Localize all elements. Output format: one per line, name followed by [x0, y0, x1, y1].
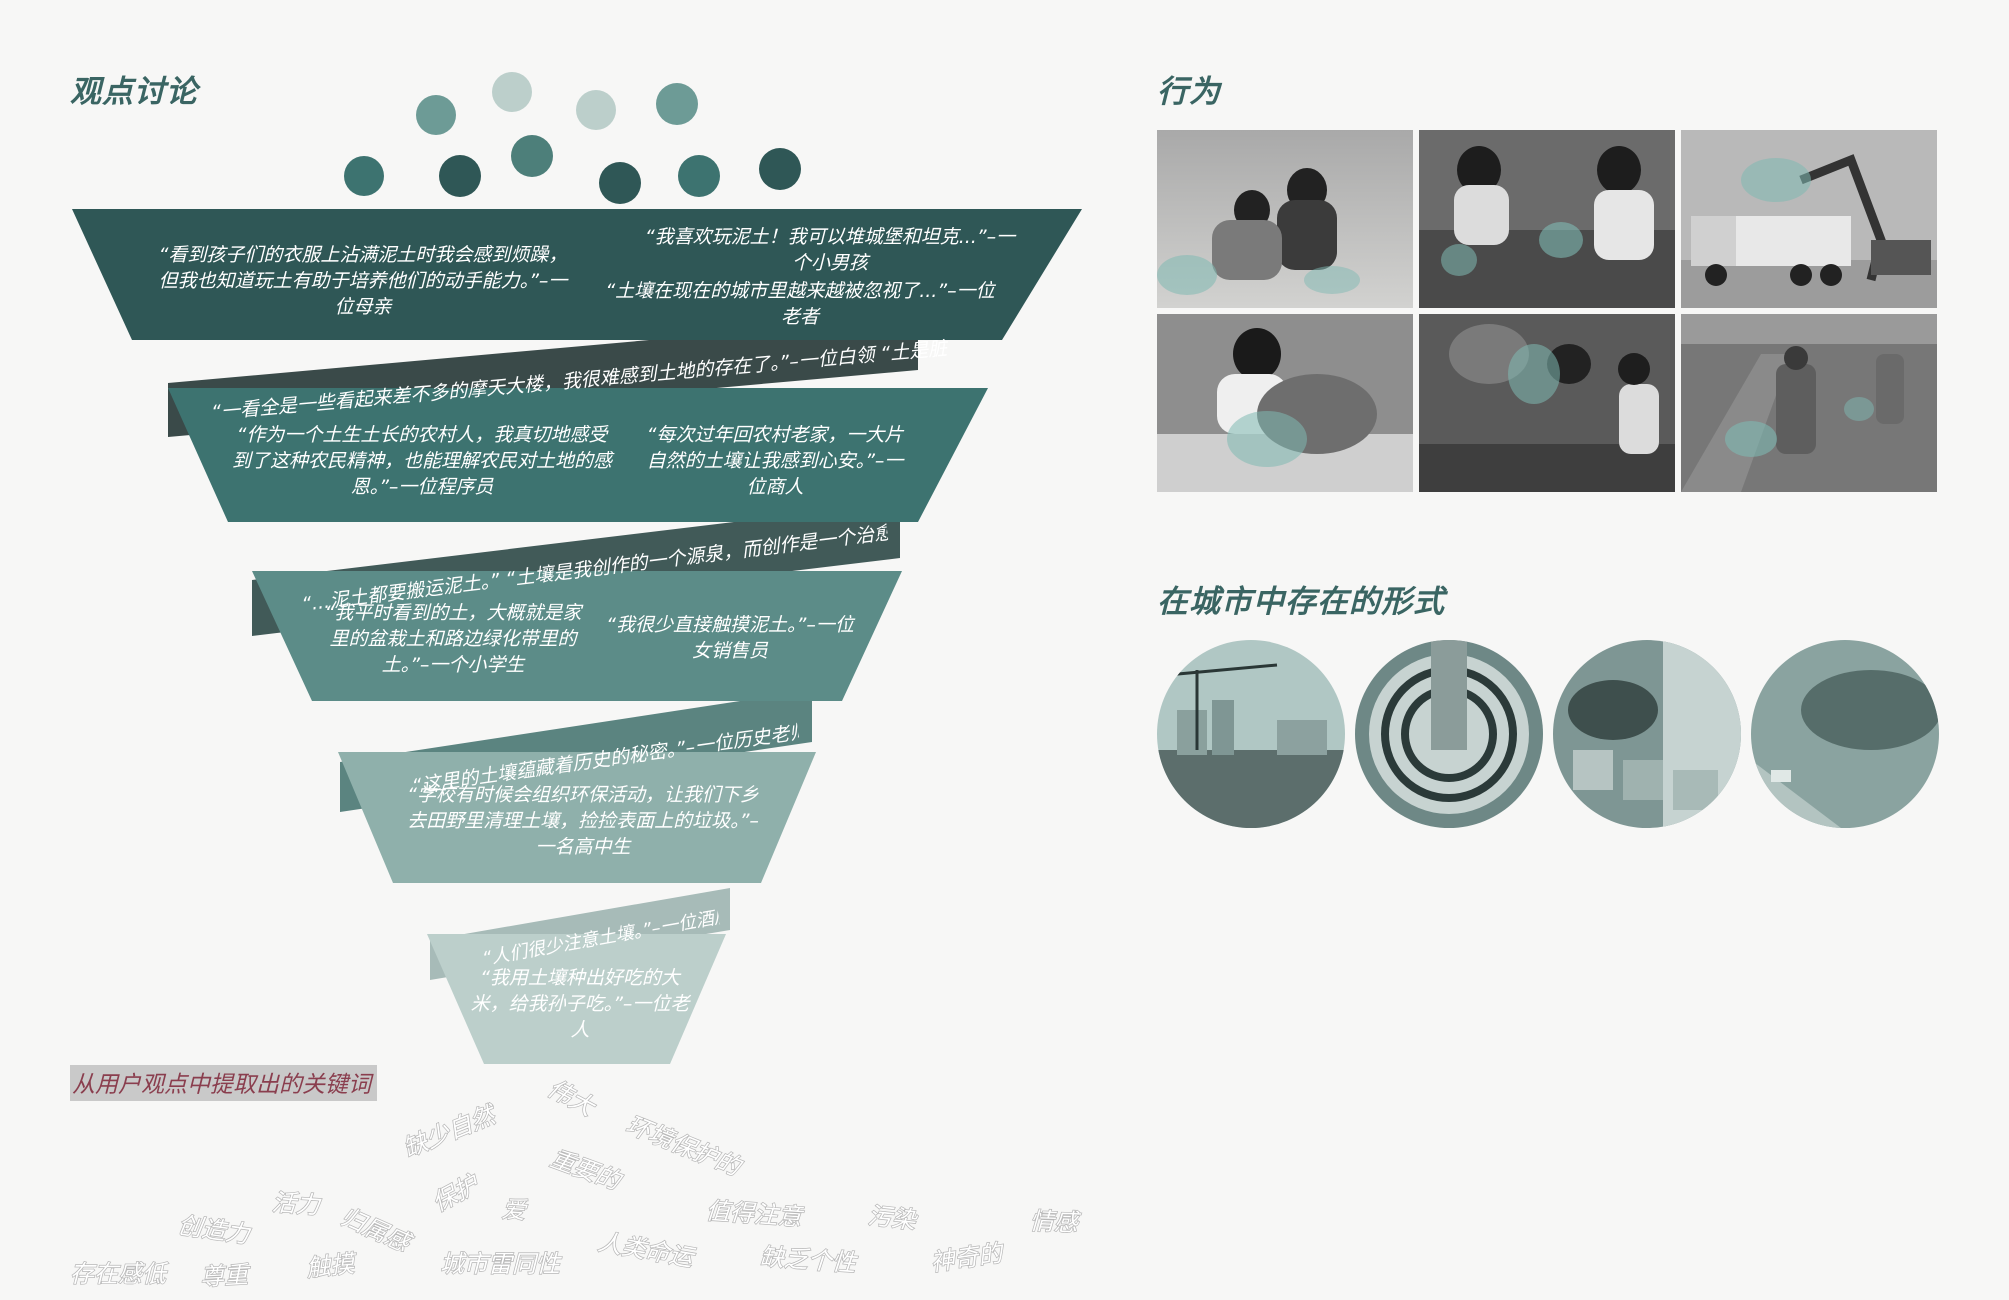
- quote-old-farmer: “我用土壤种出好吃的大米，给我孙子吃。”–一位老人: [470, 967, 690, 1041]
- quote-elder: “土壤在现在的城市里越来越被忽视了...”–一位老者: [605, 280, 995, 328]
- quote-high-school-student: “学校有时候会组织环保活动，让我们下乡去田野里清理土壤，捡捡表面上的垃圾。”–一…: [407, 784, 759, 858]
- bubble: [492, 72, 532, 112]
- funnel-tier-5: [427, 934, 726, 1064]
- funnel-tier-4: [338, 752, 816, 883]
- bubble: [599, 162, 641, 204]
- photo-tree-grate: [1355, 640, 1543, 828]
- opinions-heading: 观点讨论: [70, 74, 198, 110]
- keyword: 缺少自然: [398, 1100, 499, 1163]
- keyword: 尊重: [199, 1260, 250, 1292]
- photo-balcony-pots: [1553, 640, 1741, 828]
- keyword: 城市雷同性: [439, 1249, 560, 1278]
- photo-child-in-garden: [1157, 314, 1413, 492]
- quote-little-boy: “我喜欢玩泥土！我可以堆城堡和坦克...”–一个小男孩: [644, 226, 1016, 274]
- bubble: [511, 135, 553, 177]
- bubble: [656, 83, 698, 125]
- quote-programmer: “作为一个土生土长的农村人，我真切地感受到了这种农民精神，也能理解农民对土地的感…: [232, 424, 613, 498]
- keyword: 环境保护的: [621, 1110, 744, 1182]
- city-forms-heading: 在城市中存在的形式: [1157, 584, 1445, 620]
- photo-children-digging: [1419, 130, 1675, 308]
- keyword: 人类命运: [595, 1227, 696, 1273]
- photo-kids-planting-tree: [1419, 314, 1675, 492]
- funnel-tier-3: [252, 571, 902, 701]
- quote-saleswoman: “我很少直接触摸泥土。”–一位女销售员: [606, 614, 854, 662]
- keyword: 情感: [1029, 1206, 1079, 1237]
- opinion-funnel: [72, 72, 1082, 1064]
- keyword: 存在感低: [69, 1259, 166, 1288]
- photo-construction-site: [1157, 640, 1345, 828]
- photo-children-playing-sand: [1157, 130, 1413, 308]
- photo-roadside-greenbelt: [1751, 640, 1939, 828]
- photo-street-sweepers: [1681, 314, 1937, 492]
- funnel-tier-2: [168, 388, 988, 522]
- quote-pupil: “我平时看到的土，大概就是家里的盆栽土和路边绿化带里的土。”–一个小学生: [324, 602, 582, 676]
- bubble: [439, 155, 481, 197]
- funnel-tier-1: [72, 209, 1082, 340]
- bubbles: [344, 72, 801, 204]
- keyword: 保护: [427, 1169, 484, 1218]
- keyword: 爱: [500, 1194, 527, 1225]
- quote-mother: “看到孩子们的衣服上沾满泥土时我会感到烦躁，但我也知道玩土有助于培养他们的动手能…: [158, 244, 568, 318]
- bubble: [678, 155, 720, 197]
- behavior-heading: 行为: [1157, 74, 1221, 110]
- keywords-title: 从用户观点中提取出的关键词: [70, 1065, 377, 1101]
- keyword: 重要的: [546, 1144, 625, 1196]
- bubble: [416, 95, 456, 135]
- keyword: 缺乏个性: [758, 1242, 857, 1278]
- keyword: 值得注意: [704, 1196, 803, 1232]
- keyword: 创造力: [175, 1210, 252, 1249]
- bubble: [344, 156, 384, 196]
- bubble: [576, 90, 616, 130]
- keyword: 神奇的: [928, 1238, 1005, 1277]
- bubble: [759, 148, 801, 190]
- quote-businessman: “每次过年回农村老家，一大片自然的土壤让我感到心安。”–一位商人: [646, 424, 904, 498]
- photo-excavator-truck: [1681, 130, 1937, 308]
- keyword: 污染: [866, 1201, 918, 1235]
- keyword: 触摸: [304, 1249, 356, 1283]
- keyword: 活力: [270, 1188, 321, 1221]
